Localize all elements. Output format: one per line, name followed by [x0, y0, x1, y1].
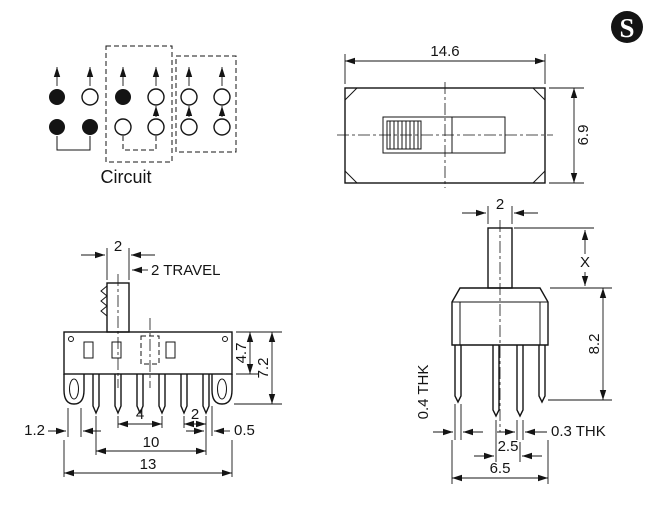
dim-label-bracket-thickness: 0.4 THK	[415, 365, 432, 420]
circuit-terminal	[147, 118, 165, 136]
dim-overall-depth: 6.5	[451, 440, 549, 484]
dim-knob-width: 2	[81, 238, 155, 280]
circuit-terminal	[81, 88, 99, 106]
rivet	[68, 336, 74, 342]
dim-label-knob-width: 2	[114, 238, 122, 255]
corner-chamfer	[344, 87, 358, 101]
dim-label-terminal-spacing: 2.5	[498, 438, 519, 455]
dim-label-terminal-thickness: 0.3 THK	[551, 423, 606, 440]
phantom-actuator-position	[140, 335, 160, 365]
phantom-common-link	[122, 136, 157, 151]
dim-label-pin-span: 10	[143, 434, 160, 451]
corner-chamfer	[344, 170, 358, 184]
dim-label-top-height: 6.9	[575, 125, 592, 146]
circuit-terminal-filled	[49, 89, 65, 105]
dim-terminal-spacing: 2.5	[474, 420, 542, 462]
circuit-terminal	[180, 88, 198, 106]
terminal-window	[83, 341, 94, 359]
dim-label-side-height: 8.2	[586, 334, 603, 355]
dim-label-overall-depth: 6.5	[490, 460, 511, 477]
circuit-title: Circuit	[100, 167, 151, 187]
dim-pin-pitch-small: 2	[183, 406, 206, 428]
dim-label-slot-width: 1.2	[24, 422, 45, 439]
note-travel: 2 TRAVEL	[132, 262, 220, 279]
dim-label-knob-depth: 2	[496, 196, 504, 213]
dim-label-top-width: 14.6	[430, 43, 459, 60]
corner-chamfer	[532, 87, 546, 101]
switch-body	[63, 331, 233, 375]
dim-label-overall-height: 7.2	[255, 358, 272, 379]
dim-overall-width: 13	[63, 440, 233, 477]
dim-knob-depth: 2	[462, 196, 538, 224]
terminal-pin	[492, 345, 500, 418]
dim-label-pin-pitch-small: 2	[191, 406, 199, 423]
mounting-hole	[217, 378, 227, 400]
terminal-pin	[114, 374, 122, 415]
side-view: 2 X 8.2 0.4 THK 0.3 THK	[415, 196, 612, 484]
top-view: 14.6 6.9	[337, 43, 592, 188]
dim-slot-width: 1.2	[24, 408, 101, 439]
dim-knob-height-x: X	[514, 227, 612, 289]
dim-label-pin-offset: 0.5	[234, 422, 255, 439]
mounting-hole	[69, 378, 79, 400]
dim-side-height: 8.2	[548, 288, 612, 401]
circuit-terminal-filled	[82, 119, 98, 135]
knurl-zigzag	[100, 285, 108, 317]
phantom-position-box	[175, 55, 237, 153]
dim-terminal-thickness: 0.3 THK	[497, 420, 606, 440]
dim-label-knob-height: X	[580, 254, 590, 271]
dim-label-overall-width: 13	[140, 456, 157, 473]
terminal-pin	[516, 345, 524, 418]
mounting-ear	[63, 374, 85, 405]
terminal-pin	[158, 374, 166, 415]
circuit-diagram: Circuit	[49, 45, 237, 187]
terminal-pin	[202, 374, 210, 415]
circuit-terminal	[114, 118, 132, 136]
common-link	[56, 136, 91, 151]
terminal-pin	[180, 374, 188, 415]
logo-disc	[611, 11, 643, 43]
slider-knob	[386, 120, 422, 150]
dim-bracket-thickness: 0.4 THK	[415, 365, 483, 440]
dim-pin-span: 10	[95, 416, 206, 455]
dim-label-body-height: 4.7	[233, 343, 250, 364]
mounting-bracket-leg	[538, 345, 546, 404]
mounting-ear	[211, 374, 233, 405]
dim-top-height: 6.9	[549, 87, 592, 184]
brand-logo: S	[611, 11, 643, 43]
phantom-position-box	[105, 45, 173, 163]
corner-chamfer	[532, 170, 546, 184]
travel-note-label: 2 TRAVEL	[151, 262, 220, 279]
front-view: 2 2 TRAVEL 4.7 7.2 1.2 4	[24, 238, 282, 477]
dim-overall-height: 7.2	[234, 332, 282, 405]
dim-label-pin-pitch: 4	[136, 406, 144, 423]
circuit-terminal	[213, 88, 231, 106]
rivet	[222, 336, 228, 342]
circuit-terminal	[147, 88, 165, 106]
dim-pin-offset: 0.5	[186, 406, 255, 455]
terminal-pin	[136, 374, 144, 415]
circuit-terminal	[213, 118, 231, 136]
circuit-terminal-filled	[115, 89, 131, 105]
logo-letter: S	[619, 13, 634, 43]
terminal-window	[165, 341, 176, 359]
dim-pin-pitch: 4	[117, 406, 163, 428]
circuit-terminal	[180, 118, 198, 136]
terminal-pin	[92, 374, 100, 415]
terminal-window	[111, 341, 122, 359]
dim-top-width: 14.6	[344, 43, 546, 84]
slider-slot	[382, 116, 506, 154]
circuit-terminal-filled	[49, 119, 65, 135]
mounting-bracket-leg	[454, 345, 462, 404]
